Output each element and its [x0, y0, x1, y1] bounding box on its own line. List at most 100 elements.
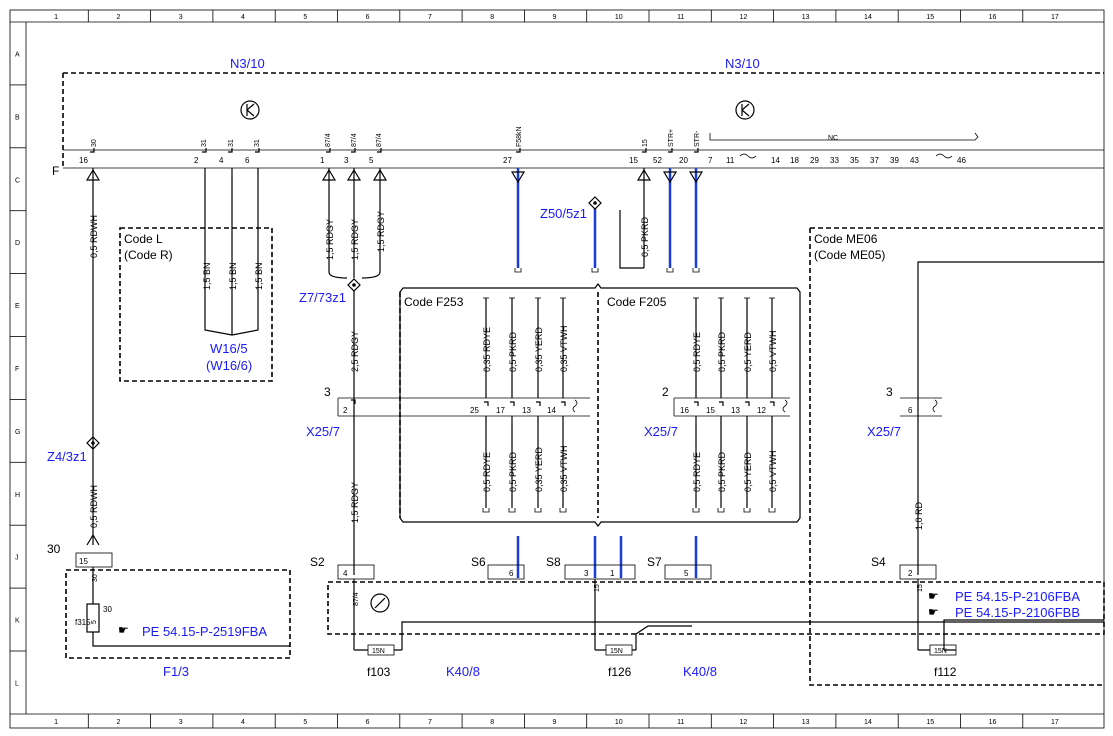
grid-column-label: 10	[615, 719, 623, 726]
grid-column-label: 10	[615, 14, 623, 21]
connector-arrow-icon	[85, 168, 101, 181]
pin-name-30: 30	[91, 139, 98, 147]
splice-icon	[86, 436, 100, 450]
code-f253-label: Code F253	[404, 295, 464, 309]
grid-column-label: 13	[802, 14, 810, 21]
fuse-rating: 5	[91, 620, 98, 624]
wire-label: 1,5 BN	[228, 262, 238, 290]
wire-label: 0,5 RDYE	[482, 452, 492, 492]
grid-column-label: 17	[1051, 14, 1059, 21]
relay-label-k40-b: K40/8	[683, 664, 717, 679]
grid-row-label: G	[15, 429, 20, 436]
grid-column-label: 4	[241, 719, 245, 726]
pin-name: 15	[917, 584, 924, 592]
pin-number: 5	[369, 156, 374, 165]
wire-label: 2,5 RDGY	[350, 331, 360, 372]
grid-column-label: 7	[428, 719, 432, 726]
grid-column-label: 11	[677, 14, 684, 21]
pin-number: 2	[194, 156, 199, 165]
terminal-label: 30	[47, 542, 61, 556]
pin-number: 16	[79, 156, 88, 165]
grid-row-label: L	[15, 680, 19, 687]
connector-arrow-icon	[636, 168, 652, 181]
transistor-icon	[735, 100, 755, 120]
pin-number: 29	[810, 156, 819, 165]
fuse-rating: 15N	[610, 648, 623, 655]
fuse-label-f103: f103	[367, 665, 391, 679]
wire-label: 0,35 YERD	[534, 447, 544, 492]
connector-number: 2	[662, 385, 669, 399]
pin-number: 4	[343, 569, 348, 578]
pin-name-31a: 31	[201, 139, 208, 147]
pin-name-874c: 87/4	[376, 133, 383, 147]
reference-link-pe1[interactable]: PE 54.15-P-2519FBA	[142, 624, 267, 639]
pin-name-874b: 87/4	[351, 133, 358, 147]
connector-label-x25-b: X25/7	[644, 424, 678, 439]
wire-label: 1,5 RDGY	[376, 211, 386, 252]
reference-link-pe2[interactable]: PE 54.15-P-2106FBA	[955, 589, 1080, 604]
pointer-hand-icon: ☛	[118, 623, 129, 637]
wire-label: 0,5 PKRD	[717, 331, 727, 372]
grid-column-label: 3	[179, 14, 183, 21]
code-me05-label: (Code ME05)	[814, 248, 885, 262]
wire-label: 0,5 RDWH	[89, 215, 99, 258]
pin-number: 18	[790, 156, 799, 165]
pin-number: 15	[79, 557, 88, 566]
grid-column-label: 1	[54, 719, 58, 726]
grid-column-label: 9	[553, 719, 557, 726]
wire-label: 0,5 RDYE	[692, 452, 702, 492]
grid-column-label: 16	[989, 719, 997, 726]
connector-f-label: F	[52, 164, 59, 178]
pin-name-31b: 31	[228, 139, 235, 147]
pin-number: 14	[771, 156, 780, 165]
splice-icon	[588, 196, 602, 210]
pin-number: 6	[509, 569, 514, 578]
grid-row-label: E	[15, 303, 20, 310]
fuse-label-f126: f126	[608, 665, 632, 679]
pin-number: 2	[343, 406, 348, 415]
relay-label-k40-a: K40/8	[446, 664, 480, 679]
connector-label-x25-a: X25/7	[306, 424, 340, 439]
wire-rd	[917, 261, 1104, 575]
connector-number: 3	[324, 385, 331, 399]
pin-number: 15	[629, 156, 638, 165]
code-me06-box	[809, 227, 1104, 686]
pin-number: 25	[470, 406, 479, 415]
grid-column-label: 5	[303, 14, 307, 21]
pin-number: 5	[684, 569, 689, 578]
pin-number: 16	[680, 406, 689, 415]
grid-row-label: B	[15, 114, 20, 121]
switch-label-s8: S8	[546, 555, 561, 569]
wire-label: 0,35 RDYE	[482, 327, 492, 372]
fuse-15n-f103: 15N	[354, 644, 402, 656]
grid-column-label: 7	[428, 14, 432, 21]
wire-label: 0,35 VTWH	[559, 325, 569, 372]
wire-label: 0,5 YERD	[743, 452, 753, 492]
pin-name-15: 15	[642, 139, 649, 147]
pin-name-nc: NC	[828, 135, 838, 142]
pin-name-874a: 87/4	[325, 133, 332, 147]
wire-label: 0,35 YERD	[534, 327, 544, 372]
pin-number: 11	[726, 156, 735, 165]
reference-link-pe3[interactable]: PE 54.15-P-2106FBB	[955, 605, 1080, 620]
pin-name: 30	[103, 605, 112, 614]
wire-label: 0,5 YERD	[743, 332, 753, 372]
wire-label: 0,5 RDWH	[89, 485, 99, 528]
switch-label-s7: S7	[647, 555, 662, 569]
ground-label-w16: W16/5	[210, 341, 248, 356]
pin-number: 15	[706, 406, 715, 415]
fuse-box-f1-3	[65, 569, 291, 659]
pin-number: 13	[522, 406, 531, 415]
pin-number: 1	[610, 569, 615, 578]
fuse-box-label: F1/3	[163, 664, 189, 679]
grid-column-label: 2	[116, 719, 120, 726]
code-f205-label: Code F205	[607, 295, 667, 309]
grid-column-label: 12	[739, 719, 747, 726]
pin-number: 13	[731, 406, 740, 415]
wire-label: 1,5 BN	[202, 262, 212, 290]
pin-number: 52	[653, 156, 662, 165]
pin-name-31c: 31	[254, 139, 261, 147]
pin-number: 39	[890, 156, 899, 165]
wire-label: 0,5 VTWH	[768, 330, 778, 372]
